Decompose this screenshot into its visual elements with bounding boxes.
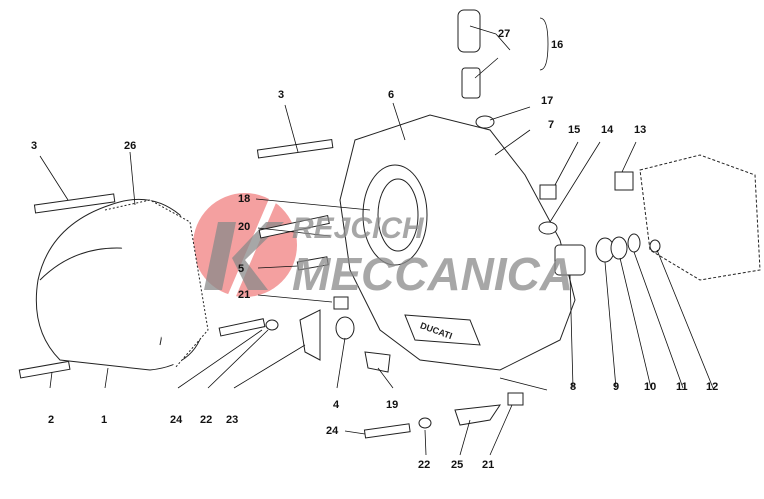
callout: 10 <box>644 381 656 393</box>
callout: 15 <box>568 124 580 136</box>
callout: 11 <box>676 381 688 393</box>
bolts <box>18 139 524 439</box>
callout: 24 <box>326 425 339 437</box>
leader-lines <box>39 17 714 456</box>
watermark-line1: REJCICH <box>292 212 425 245</box>
callout-labels: 27 16 3 6 17 7 15 14 13 3 26 18 20 5 21 … <box>31 28 718 471</box>
callout: 9 <box>613 381 619 393</box>
callout: 14 <box>601 124 614 136</box>
clutch-cover-part <box>35 198 209 371</box>
callout: 5 <box>238 263 244 275</box>
callout: 4 <box>333 399 340 411</box>
callout: 21 <box>238 289 250 301</box>
plug-part <box>539 184 557 200</box>
callout: 23 <box>226 414 238 426</box>
dust-boot-part <box>457 9 481 53</box>
callout: 3 <box>31 140 37 152</box>
callout: 27 <box>498 28 510 40</box>
watermark-logo-k-glyph <box>204 222 284 290</box>
callout: 22 <box>418 459 430 471</box>
callout: 3 <box>278 89 284 101</box>
callout: 19 <box>386 399 398 411</box>
callout: 18 <box>238 193 250 205</box>
callout: 7 <box>548 119 554 131</box>
bush-part <box>614 171 634 191</box>
callout: 12 <box>706 381 718 393</box>
callout: 21 <box>482 459 494 471</box>
callout: 20 <box>238 221 250 233</box>
sensor-part <box>461 67 481 99</box>
callout: 13 <box>634 124 646 136</box>
callout: 24 <box>170 414 183 426</box>
callout: 16 <box>551 39 563 51</box>
crankcase-part <box>639 154 761 281</box>
callout: 2 <box>48 414 54 426</box>
engine-side-cover-part: DUCATI <box>339 114 576 371</box>
callout: 8 <box>570 381 576 393</box>
callout: 22 <box>200 414 212 426</box>
o-ring-part <box>475 115 495 129</box>
callout: 6 <box>388 89 394 101</box>
watermark-line2: MECCANICA <box>292 248 573 300</box>
callout: 17 <box>541 95 553 107</box>
callout: 1 <box>101 414 107 426</box>
callout: 25 <box>451 459 463 471</box>
callout: 26 <box>124 140 136 152</box>
